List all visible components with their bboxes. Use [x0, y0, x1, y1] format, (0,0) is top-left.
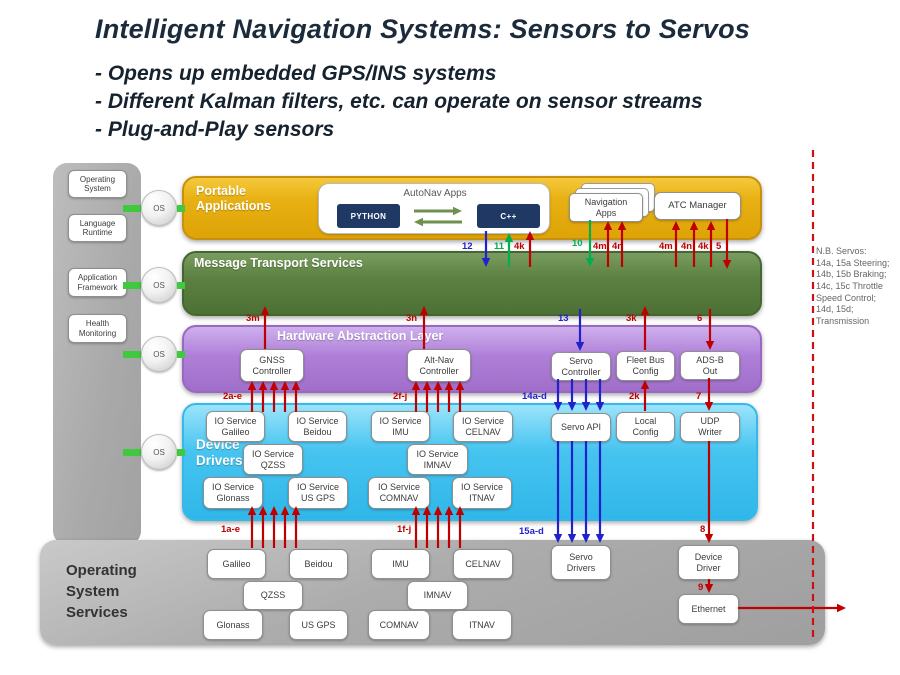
connector-nub: [123, 281, 141, 289]
io-service-usgps-box: IO Service US GPS: [288, 477, 348, 509]
altnav-controller-box: Alt-Nav Controller: [407, 349, 471, 382]
io-service-imu-box: IO Service IMU: [371, 411, 430, 442]
io-service-itnav-box: IO Service ITNAV: [452, 477, 512, 509]
galileo-box: Galileo: [207, 549, 266, 579]
sidebar-item-operating-system: Operating System: [68, 170, 127, 198]
glonass-box: Glonass: [203, 610, 263, 640]
servo-drivers-box: Servo Drivers: [551, 545, 611, 580]
io-service-comnav-box: IO Service COMNAV: [368, 477, 430, 509]
os-connector-3: OS: [123, 336, 185, 372]
connector-nub: [177, 204, 185, 212]
device-driver-box: Device Driver: [678, 545, 739, 580]
bullet-2: - Different Kalman filters, etc. can ope…: [95, 89, 703, 113]
servos-note: N.B. Servos: 14a, 15a Steering; 14b, 15b…: [816, 246, 890, 327]
servo-controller-box: Servo Controller: [551, 352, 611, 381]
connector-nub: [177, 350, 185, 358]
layer-portable-label: Portable Applications: [196, 184, 272, 213]
qzss-box: QZSS: [243, 581, 303, 610]
svg-text:1f-j: 1f-j: [397, 524, 411, 535]
bullet-list: - Opens up embedded GPS/INS systems - Di…: [95, 60, 795, 144]
sidebar-item-health-monitoring: Health Monitoring: [68, 314, 127, 343]
os-connector-4: OS: [123, 434, 185, 470]
python-box: PYTHON: [337, 204, 400, 228]
io-service-qzss-box: IO Service QZSS: [243, 444, 303, 475]
beidou-box: Beidou: [289, 549, 348, 579]
cpp-box: C++: [477, 204, 540, 228]
io-service-imnav-box: IO Service IMNAV: [407, 444, 468, 475]
layer-hal-label: Hardware Abstraction Layer: [277, 329, 444, 343]
os-connector-2: OS: [123, 267, 185, 303]
imnav-box: IMNAV: [407, 581, 468, 610]
io-service-galileo-box: IO Service Galileo: [206, 411, 265, 442]
udp-writer-box: UDP Writer: [680, 412, 740, 442]
io-service-celnav-box: IO Service CELNAV: [453, 411, 513, 442]
sidebar-item-language-runtime: Language Runtime: [68, 214, 127, 242]
page-title: Intelligent Navigation Systems: Sensors …: [95, 14, 750, 44]
itnav-box: ITNAV: [452, 610, 512, 640]
svg-text:8: 8: [700, 524, 705, 535]
os-badge: OS: [141, 434, 177, 470]
gnss-controller-box: GNSS Controller: [240, 349, 304, 382]
svg-text:15a-d: 15a-d: [519, 526, 544, 537]
adsb-out-box: ADS-B Out: [680, 351, 740, 380]
autonav-apps-label: AutoNav Apps: [403, 188, 467, 199]
comnav-box: COMNAV: [368, 610, 430, 640]
os-badge: OS: [141, 267, 177, 303]
bullet-1: - Opens up embedded GPS/INS systems: [95, 62, 497, 85]
ethernet-box: Ethernet: [678, 594, 739, 624]
svg-text:1a-e: 1a-e: [221, 524, 240, 535]
navigation-apps-box: Navigation Apps: [569, 193, 643, 222]
connector-nub: [123, 204, 141, 212]
os-badge: OS: [141, 190, 177, 226]
atc-manager-box: ATC Manager: [654, 192, 741, 220]
os-connector-1: OS: [123, 190, 185, 226]
connector-nub: [123, 350, 141, 358]
celnav-box: CELNAV: [453, 549, 513, 579]
io-service-glonass-box: IO Service Glonass: [203, 477, 263, 509]
local-config-box: Local Config: [616, 412, 675, 442]
sidebar-item-application-framework: Application Framework: [68, 268, 127, 297]
io-service-beidou-box: IO Service Beidou: [288, 411, 347, 442]
imu-box: IMU: [371, 549, 430, 579]
servo-api-box: Servo API: [551, 413, 611, 442]
fleet-bus-config-box: Fleet Bus Config: [616, 351, 675, 381]
connector-nub: [177, 448, 185, 456]
usgps-box: US GPS: [289, 610, 348, 640]
layer-message-transport: [182, 251, 762, 316]
connector-nub: [177, 281, 185, 289]
os-badge: OS: [141, 336, 177, 372]
bullet-3: - Plug-and-Play sensors: [95, 117, 335, 141]
connector-nub: [123, 448, 141, 456]
layer-transport-label: Message Transport Services: [194, 256, 363, 270]
layer-os-services-label: Operating System Services: [66, 562, 137, 621]
